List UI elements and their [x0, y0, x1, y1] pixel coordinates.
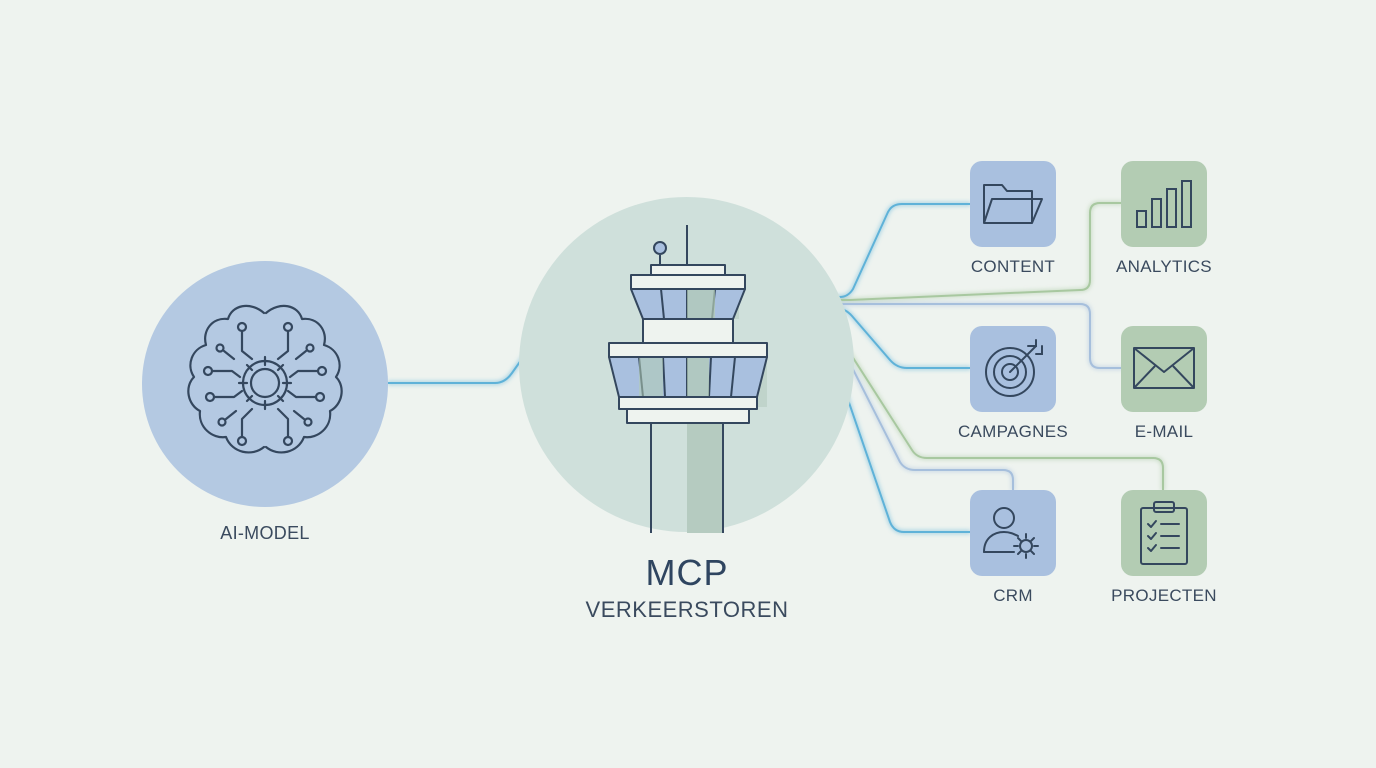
- crm-tile: [970, 490, 1056, 576]
- projecten-tile: [1121, 490, 1207, 576]
- analytics-tile: [1121, 161, 1207, 247]
- content-tile: [970, 161, 1056, 247]
- line-to-content: [739, 203, 971, 298]
- projecten-label: PROJECTEN: [1111, 586, 1217, 605]
- analytics-label: ANALYTICS: [1116, 257, 1212, 276]
- line-to-analytics: [744, 202, 1123, 301]
- user-gear-icon: [983, 507, 1039, 559]
- campagnes-label: CAMPAGNES: [957, 422, 1069, 441]
- target-icon: [985, 339, 1043, 397]
- control-tower-icon: [608, 225, 768, 533]
- brain-circuit-icon: [187, 304, 343, 454]
- bar-chart-icon: [1136, 180, 1192, 228]
- content-label: CONTENT: [970, 257, 1056, 276]
- email-tile: [1121, 326, 1207, 412]
- mcp-subtitle: VERKEERSTOREN: [585, 597, 789, 622]
- crm-label: CRM: [993, 586, 1033, 605]
- ai-model-node: [142, 261, 388, 507]
- email-label: E-MAIL: [1134, 422, 1194, 441]
- campagnes-tile: [970, 326, 1056, 412]
- folder-icon: [983, 184, 1043, 224]
- mcp-title: MCP: [645, 552, 729, 593]
- envelope-icon: [1133, 347, 1195, 389]
- ai-model-label: AI-MODEL: [220, 523, 310, 543]
- line-to-email: [744, 303, 1123, 369]
- clipboard-checklist-icon: [1140, 501, 1188, 565]
